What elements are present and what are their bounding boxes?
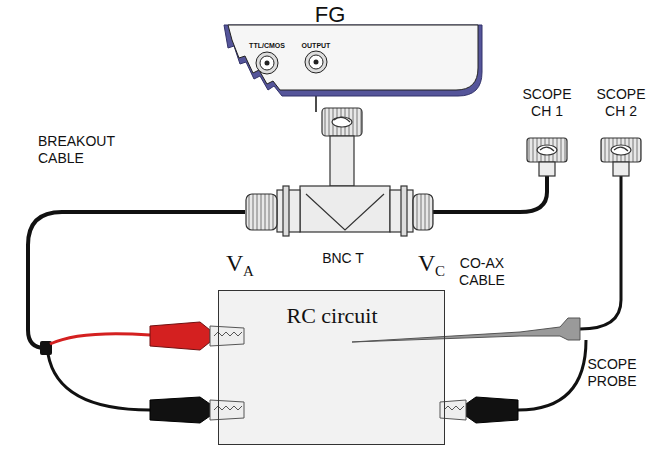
signal-subscript: C (435, 263, 445, 280)
signal-name: V (418, 250, 435, 276)
ground-wire (518, 340, 586, 410)
bnc-t (246, 108, 433, 236)
device-name: FG (305, 2, 355, 28)
cable-label: CO-AX CABLE (450, 255, 514, 289)
circuit-name: RC circuit (232, 303, 432, 329)
function-generator: FG TTL/CMOS OUTPUT (210, 0, 495, 100)
probe-label: SCOPE PROBE (580, 356, 644, 390)
port-label: OUTPUT (294, 42, 338, 50)
panel-outline (210, 0, 495, 100)
black-wire (48, 354, 150, 410)
coax-cable (432, 176, 547, 212)
signal-subscript: A (243, 263, 254, 280)
cable-label: BREAKOUT CABLE (38, 133, 130, 167)
breakout-cable (28, 212, 245, 348)
scope-connectors (527, 138, 641, 176)
port-label: TTL/CMOS (245, 42, 289, 50)
circuit-box: RC circuit (218, 290, 445, 445)
scope-probe (352, 318, 580, 342)
red-wire (50, 334, 150, 344)
channel-label: SCOPE CH 2 (589, 86, 653, 120)
rc-box-fill (218, 290, 445, 445)
channel-label: SCOPE CH 1 (515, 86, 579, 120)
probe-cable (580, 176, 621, 329)
signal-name: V (226, 250, 243, 276)
part-label: BNC T (303, 250, 383, 267)
